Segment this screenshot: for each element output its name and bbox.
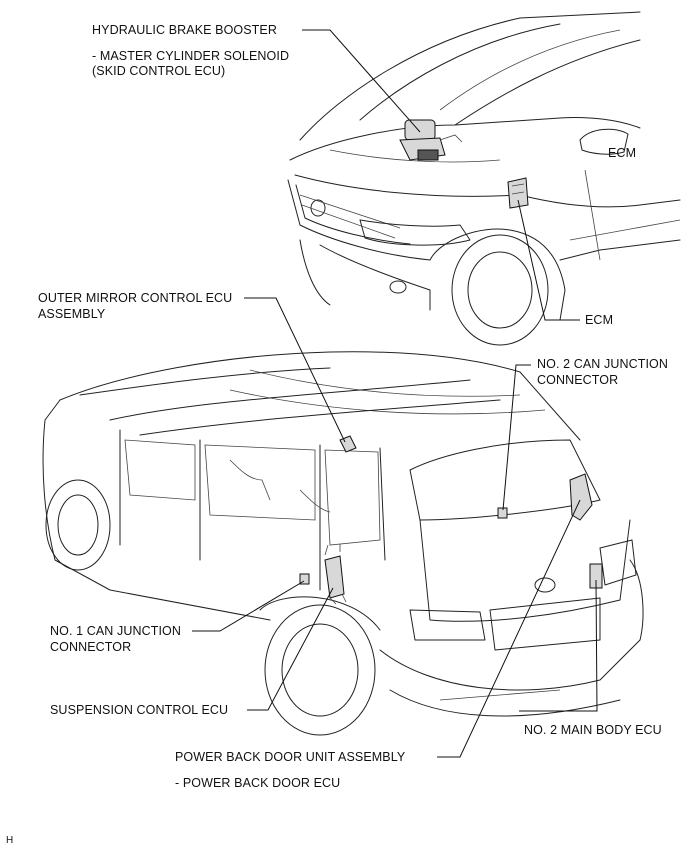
label-can1-junction: NO. 1 CAN JUNCTION [50,624,181,638]
footer-code: H [6,835,14,846]
label-ecm: ECM [585,313,614,327]
label-power-back-door-ecu: - POWER BACK DOOR ECU [175,776,341,790]
label-hydraulic-brake-booster: HYDRAULIC BRAKE BOOSTER [92,23,277,37]
can1-junction-component [299,573,310,585]
label-ecm-top: ECM [608,146,637,160]
label-master-cylinder-solenoid: - MASTER CYLINDER SOLENOID [92,49,290,63]
label-can2-connector: CONNECTOR [537,373,619,387]
brake-booster-component [404,119,436,141]
label-main-body-ecu2: NO. 2 MAIN BODY ECU [524,723,662,737]
label-can2-junction: NO. 2 CAN JUNCTION [537,357,668,371]
label-outer-mirror-ecu: OUTER MIRROR CONTROL ECU [38,291,233,305]
suspension-ecu-component [324,555,345,599]
label-outer-mirror-assembly: ASSEMBLY [38,307,106,321]
can2-junction-component [497,507,508,519]
front-vehicle-drawing [287,11,681,346]
power-back-door-component [569,473,593,521]
outer-mirror-ecu-component [339,435,357,453]
label-suspension-control-ecu: SUSPENSION CONTROL ECU [50,703,229,717]
label-skid-control-ecu: (SKID CONTROL ECU) [92,64,226,78]
label-power-back-door-unit: POWER BACK DOOR UNIT ASSEMBLY [175,750,406,764]
label-can1-connector: CONNECTOR [50,640,132,654]
leader-lines [192,29,598,758]
rear-vehicle-drawing [42,351,644,736]
